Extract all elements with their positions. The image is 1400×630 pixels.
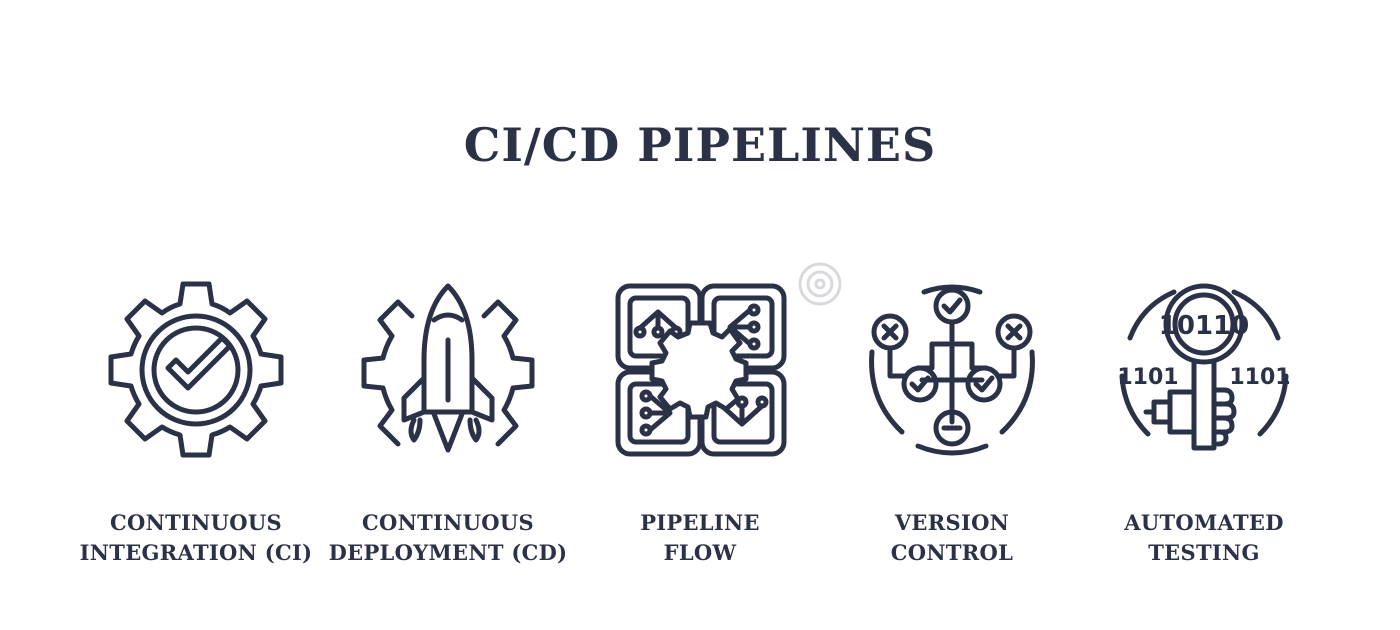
gear-rocket-icon <box>358 280 538 460</box>
page-title: CI/CD PIPELINES <box>463 118 937 172</box>
svg-text:1101: 1101 <box>1229 365 1290 390</box>
label-automated-testing: AUTOMATED TESTING <box>1074 508 1334 568</box>
svg-text:1101: 1101 <box>1117 365 1178 390</box>
label-pipeline-flow: PIPELINE FLOW <box>570 508 830 568</box>
label-continuous-deployment: CONTINUOUS DEPLOYMENT (CD) <box>318 508 578 568</box>
icon-row: 10110 1101 1101 <box>0 280 1400 460</box>
labels-row: CONTINUOUS INTEGRATION (CI) CONTINUOUS D… <box>0 508 1400 578</box>
watermark-logo <box>798 262 842 306</box>
svg-text:10110: 10110 <box>1159 311 1249 341</box>
label-line: FLOW <box>663 540 737 565</box>
label-version-control: VERSION CONTROL <box>822 508 1082 568</box>
label-line: AUTOMATED <box>1124 510 1284 535</box>
label-line: CONTINUOUS <box>110 510 282 535</box>
label-line: PIPELINE <box>640 510 760 535</box>
label-line: VERSION <box>894 510 1010 535</box>
label-continuous-integration: CONTINUOUS INTEGRATION (CI) <box>66 508 326 568</box>
label-line: CONTROL <box>890 540 1014 565</box>
label-line: DEPLOYMENT (CD) <box>328 540 568 565</box>
gear-checkmark-icon <box>106 280 286 460</box>
circuit-chips-gear-icon <box>610 280 790 460</box>
magnifier-binary-hand-icon: 10110 1101 1101 <box>1114 280 1294 460</box>
branching-gears-tree-icon <box>862 280 1042 460</box>
label-line: CONTINUOUS <box>362 510 534 535</box>
label-line: INTEGRATION (CI) <box>79 540 313 565</box>
label-line: TESTING <box>1148 540 1260 565</box>
